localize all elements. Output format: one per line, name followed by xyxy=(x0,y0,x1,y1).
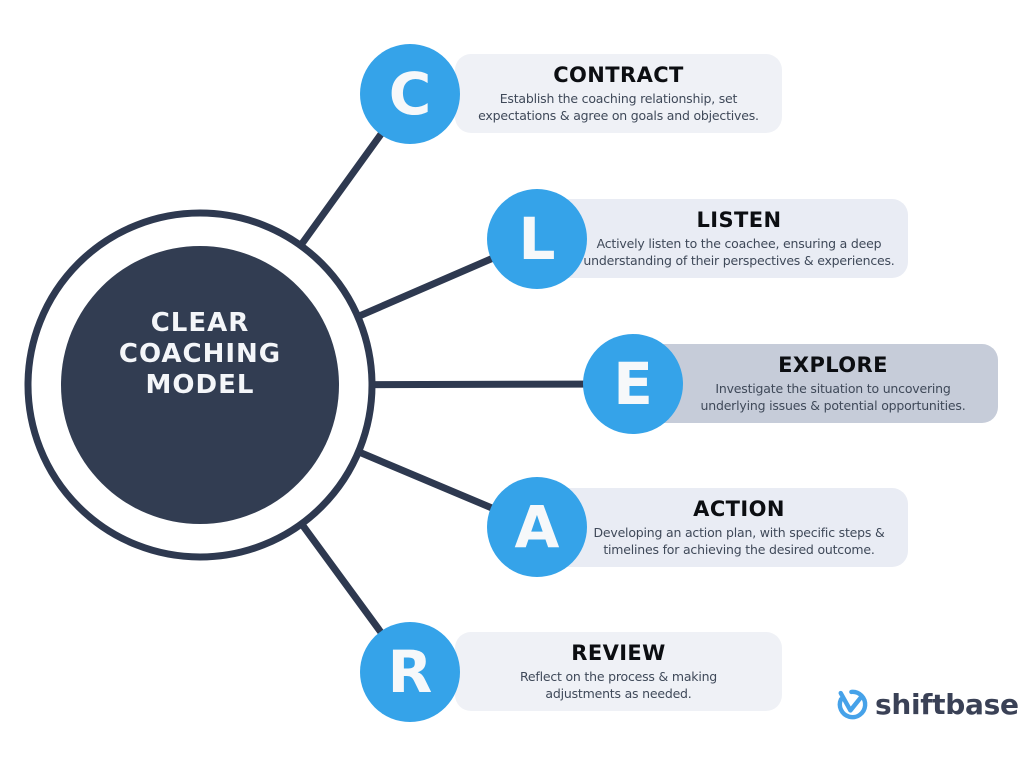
step-description: Actively listen to the coachee, ensuring… xyxy=(583,235,895,268)
step-title: REVIEW xyxy=(571,640,666,665)
step-card-listen: LISTEN Actively listen to the coachee, e… xyxy=(532,199,908,278)
letter: L xyxy=(518,205,556,273)
letter-badge-r: R xyxy=(360,622,460,722)
letter: A xyxy=(514,493,560,561)
shiftbase-logo: shiftbase xyxy=(836,688,1019,721)
letter-badge-a: A xyxy=(487,477,587,577)
letter: E xyxy=(613,350,653,418)
step-description: Establish the coaching relationship, set… xyxy=(478,90,759,123)
step-card-review: REVIEW Reflect on the process & making a… xyxy=(455,632,782,711)
step-card-explore: EXPLORE Investigate the situation to unc… xyxy=(630,344,998,423)
logo-wordmark: shiftbase xyxy=(875,688,1019,721)
letter: C xyxy=(388,60,432,128)
step-card-action: ACTION Developing an action plan, with s… xyxy=(532,488,908,567)
center-circle xyxy=(61,246,339,524)
letter-badge-c: C xyxy=(360,44,460,144)
step-title: CONTRACT xyxy=(553,62,684,87)
letter-badge-e: E xyxy=(583,334,683,434)
step-description: Developing an action plan, with specific… xyxy=(593,524,885,557)
step-description: Investigate the situation to uncovering … xyxy=(700,380,966,413)
center-outer-ring xyxy=(24,209,376,561)
step-title: ACTION xyxy=(693,496,785,521)
letter: R xyxy=(387,638,433,706)
step-description: Reflect on the process & making adjustme… xyxy=(519,668,718,701)
letter-badge-l: L xyxy=(487,189,587,289)
center-title: CLEAR COACHING MODEL xyxy=(118,308,282,401)
step-title: LISTEN xyxy=(696,207,782,232)
step-title: EXPLORE xyxy=(778,352,888,377)
step-card-contract: CONTRACT Establish the coaching relation… xyxy=(455,54,782,133)
check-circle-icon xyxy=(837,689,868,720)
